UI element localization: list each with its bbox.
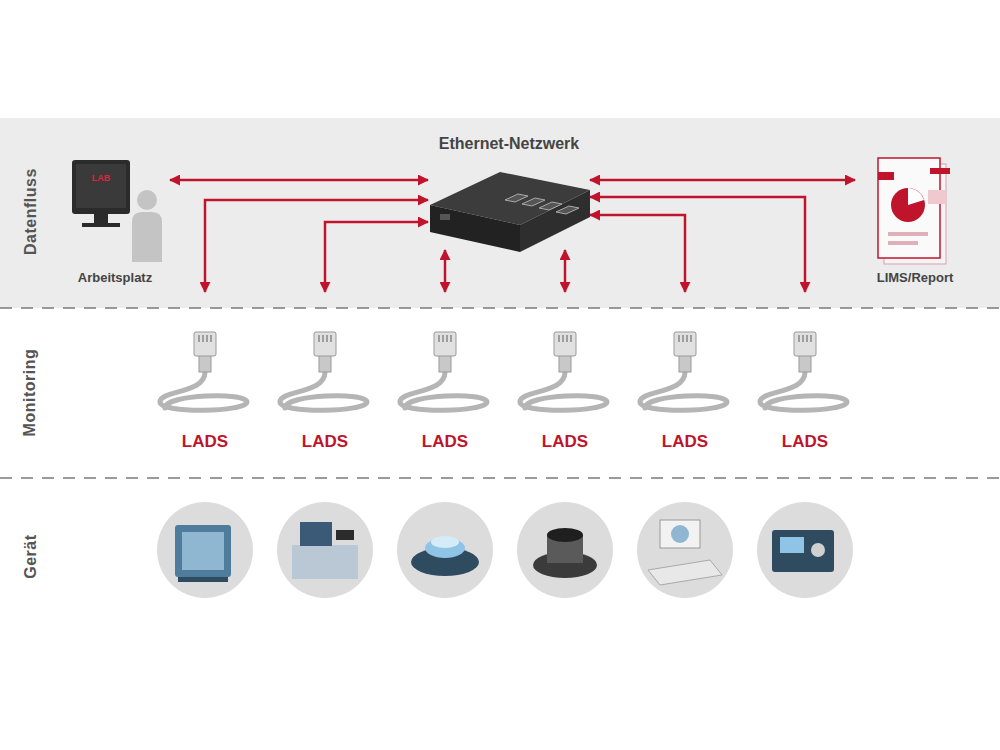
node-label: LADS xyxy=(391,432,499,452)
node-label: LADS xyxy=(271,432,379,452)
data-flow-arrow xyxy=(564,250,567,292)
data-flow-arrow xyxy=(590,215,685,292)
workstation-node: Arbeitsplatz xyxy=(60,155,170,290)
node-label: LIMS/Report xyxy=(851,270,979,286)
screen-logo: LAB xyxy=(92,173,111,184)
node-label: LADS xyxy=(631,432,739,452)
node-label: Arbeitsplatz xyxy=(56,270,174,286)
lads-node: LADS xyxy=(155,292,255,457)
node-label: LADS xyxy=(511,432,619,452)
band-label: Monitoring xyxy=(20,349,39,437)
band-label: Gerät xyxy=(20,535,39,579)
node-label: LADS xyxy=(751,432,859,452)
lads-node: LADS xyxy=(515,292,615,457)
data-flow-arrow xyxy=(590,179,855,182)
band-label: Datenfluss xyxy=(20,169,39,256)
data-flow-arrow xyxy=(205,200,428,292)
lims-node: LIMS/Report xyxy=(855,155,975,290)
data-flow-arrow xyxy=(325,222,428,292)
lads-node: LADS xyxy=(275,292,375,457)
node-label: Ethernet-Netzwerk xyxy=(424,134,594,153)
switch-node: Ethernet-Netzwerk xyxy=(428,170,590,250)
data-flow-arrow xyxy=(590,197,805,292)
data-flow-arrow xyxy=(170,179,428,182)
lads-node: LADS xyxy=(395,292,495,457)
lads-node: LADS xyxy=(635,292,735,457)
device-icon xyxy=(157,502,853,598)
data-flow-arrow xyxy=(444,250,447,292)
node-label: LADS xyxy=(151,432,259,452)
lads-node: LADS xyxy=(755,292,855,457)
